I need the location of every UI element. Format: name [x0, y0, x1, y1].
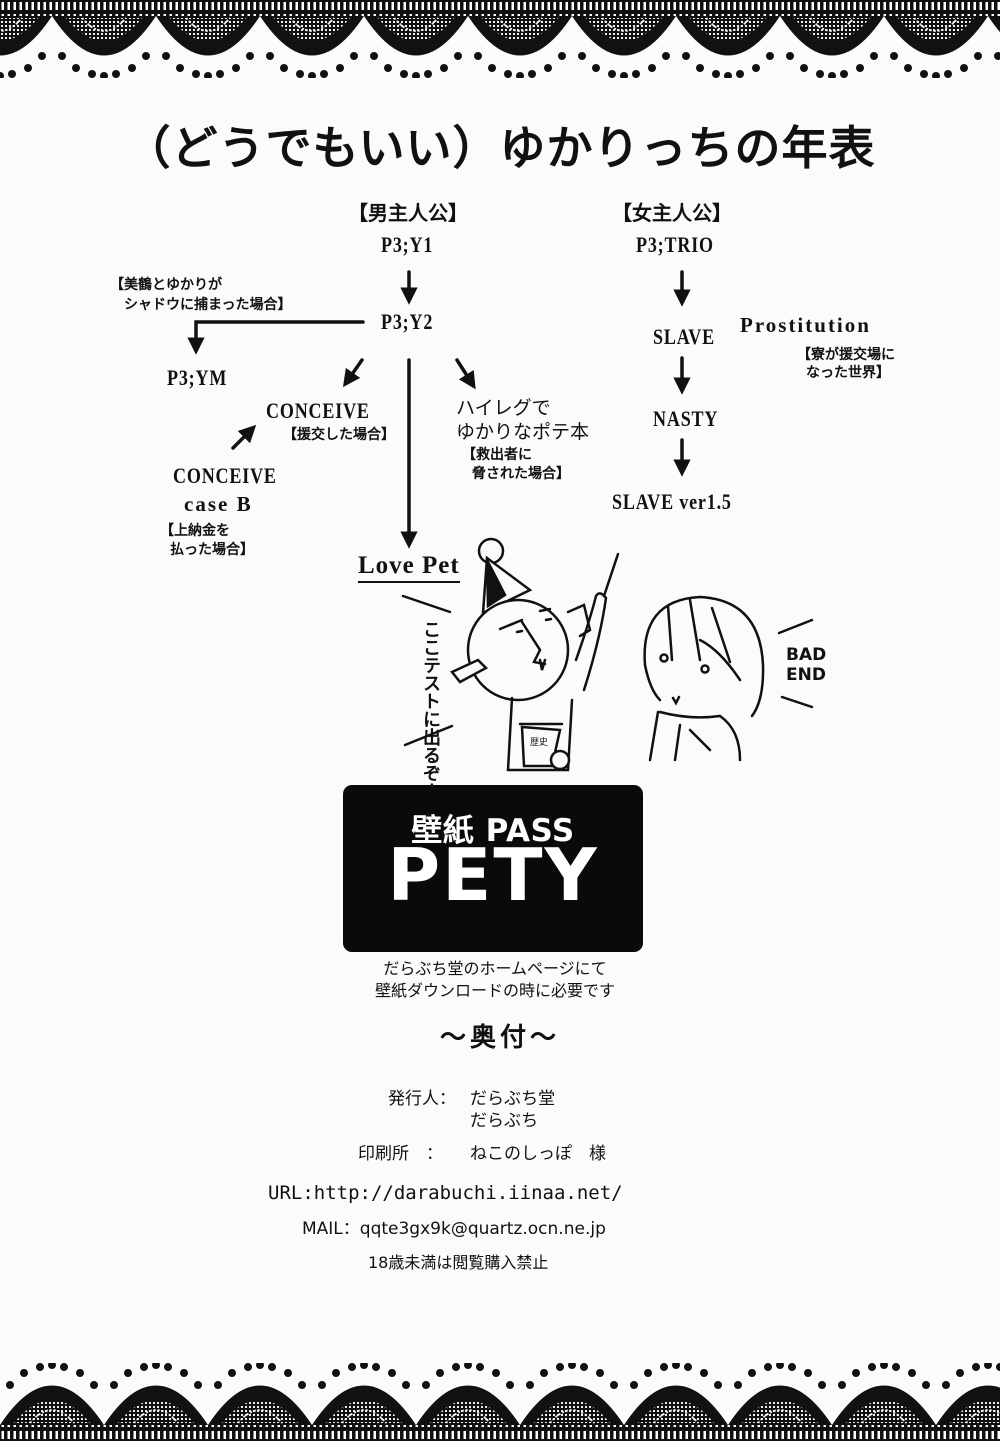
node-p3-trio: P3;TRIO	[636, 232, 714, 257]
wallpaper-pass-label: 壁紙 PASS	[411, 813, 575, 849]
note-prostitution-line1: 【寮が援交場に	[797, 347, 895, 363]
wallpaper-pass-note-line2: 壁紙ダウンロードの時に必要です	[374, 981, 615, 1000]
node-p3-y1: P3;Y1	[381, 232, 434, 257]
speech-test-warning: ここテストに出るぞー	[420, 620, 441, 800]
wallpaper-pass-note-line1: だらぶち堂のホームページにて	[383, 959, 607, 978]
arrow-y2-highleg	[455, 358, 476, 390]
node-p3-y2: P3;Y2	[381, 309, 434, 334]
speech-bad-end-line2: END	[786, 665, 826, 685]
note-ym-line1: 【美鶴とゆかりが	[110, 277, 222, 293]
node-slave-ver15: SLAVE ver1.5	[612, 489, 732, 514]
printer-label: 印刷所 ：	[358, 1144, 443, 1164]
node-highleg-line2: ゆかりなポテ本	[456, 421, 590, 443]
node-conceive-b-line2: case B	[184, 492, 253, 516]
male-protagonist-header: 【男主人公】	[348, 201, 468, 225]
lace-border-bottom	[0, 1363, 1000, 1441]
page-title: （どうでもいい）ゆかりっちの年表	[124, 121, 876, 175]
note-conceive-b-line1: 【上納金を	[160, 523, 230, 539]
mail-link[interactable]: MAIL：qqte3gx9k@quartz.ocn.ne.jp	[302, 1219, 606, 1239]
node-conceive-b-line1: CONCEIVE	[173, 463, 277, 488]
arrow-y2-conceive	[342, 358, 364, 388]
note-highleg-line1: 【救出者に	[462, 447, 532, 463]
lace-border-top	[0, 0, 1000, 78]
note-conceive: 【援交した場合】	[283, 427, 395, 443]
arrow-y2-ym	[187, 320, 365, 355]
colophon-heading: ～奥付～	[439, 1023, 560, 1053]
node-nasty: NASTY	[653, 406, 719, 431]
wallpaper-pass-code: PETY	[387, 833, 599, 917]
speech-bad-end-line1: BAD	[786, 645, 827, 665]
note-highleg-line2: 脅された場合】	[472, 466, 570, 482]
note-ym-line2: シャドウに捕まった場合】	[124, 297, 292, 313]
node-conceive: CONCEIVE	[266, 398, 370, 423]
arrow-conceiveb-conceive	[231, 424, 257, 450]
publisher-author: だらぶち	[470, 1111, 539, 1131]
publisher-label: 発行人：	[388, 1089, 456, 1109]
node-slave: SLAVE	[653, 324, 715, 349]
node-highleg-line1: ハイレグで	[456, 397, 551, 419]
node-love-pet: Love Pet	[358, 552, 460, 583]
wallpaper-pass-box: 壁紙 PASS PETY	[343, 785, 643, 952]
printer-value: ねこのしっぽ 様	[470, 1144, 606, 1164]
url-link[interactable]: URL:http://darabuchi.iinaa.net/	[268, 1182, 623, 1204]
note-conceive-b-line2: 払った場合】	[170, 542, 254, 558]
note-prostitution-line2: なった世界】	[806, 365, 890, 381]
female-protagonist-header: 【女主人公】	[612, 201, 732, 225]
speech-bad-end: BAD END	[786, 645, 826, 685]
age-notice: 18歳未満は閲覧購入禁止	[368, 1253, 549, 1272]
book-label: 歴史	[530, 738, 549, 748]
node-prostitution: Prostitution	[740, 313, 871, 337]
node-p3-ym: P3;YM	[167, 365, 228, 390]
wallpaper-pass-note: だらぶち堂のホームページにて 壁紙ダウンロードの時に必要です	[300, 958, 690, 1002]
publisher-circle: だらぶち堂	[470, 1089, 556, 1109]
